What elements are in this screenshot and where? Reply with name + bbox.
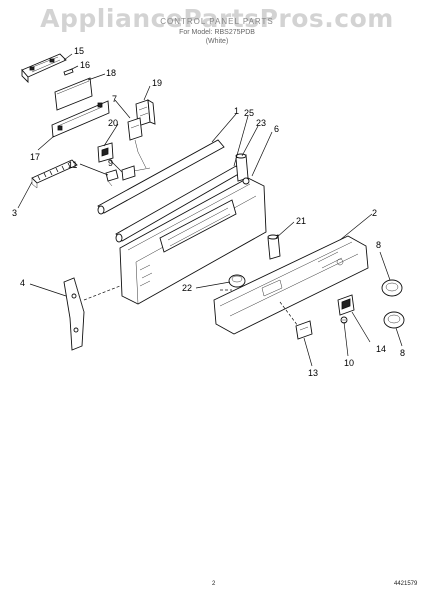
callout-23: 23	[256, 118, 267, 128]
callout-2: 2	[372, 208, 378, 218]
part-7-relay[interactable]	[127, 117, 143, 153]
callout-17: 17	[30, 152, 41, 162]
callout-18: 18	[106, 68, 117, 78]
leader-lines	[17, 53, 403, 367]
part-17-bracket[interactable]	[51, 100, 110, 138]
callout-20: 20	[108, 118, 119, 128]
page-number: 2	[212, 581, 216, 587]
part-14-switch[interactable]	[337, 294, 355, 316]
callout-4: 4	[20, 278, 26, 288]
diagram-subtitle: For Model: RBS275PDB	[179, 29, 255, 36]
callout-11: 11	[68, 160, 78, 170]
callout-10: 10	[344, 358, 355, 368]
part-22-bezel[interactable]	[228, 274, 246, 288]
part-6-control-panel[interactable]	[119, 177, 267, 305]
part-13-knob[interactable]	[295, 320, 313, 340]
callout-14: 14	[376, 344, 387, 354]
callout-9: 9	[108, 158, 114, 168]
part-18-plate[interactable]	[54, 77, 93, 111]
part-8-knob-upper[interactable]	[381, 279, 403, 297]
part-9-connector[interactable]	[121, 151, 151, 181]
part-8-knob-lower[interactable]	[383, 311, 405, 329]
part-21-spacer[interactable]	[267, 234, 281, 260]
callout-3: 3	[12, 208, 18, 218]
part-3-terminal-strip[interactable]	[31, 159, 78, 189]
callout-16: 16	[80, 60, 91, 70]
callout-8-lower: 8	[400, 348, 406, 358]
callout-19: 19	[152, 78, 163, 88]
watermark: AppliancePartsPros.com	[40, 4, 394, 33]
part-11-cap[interactable]	[105, 169, 119, 187]
callout-13: 13	[308, 368, 319, 378]
part-23-cylinder[interactable]	[235, 153, 249, 182]
callout-1: 1	[234, 106, 240, 116]
part-number: 4421579	[394, 581, 418, 587]
diagram-title: CONTROL PANEL PARTS	[160, 17, 274, 26]
part-2-front-panel[interactable]	[213, 235, 369, 335]
part-16-clip[interactable]	[63, 68, 74, 76]
part-1-rod[interactable]	[97, 139, 225, 215]
callout-22: 22	[182, 283, 193, 293]
diagram-variant: (White)	[205, 38, 229, 45]
callout-6: 6	[274, 124, 280, 134]
callout-8-upper: 8	[376, 240, 382, 250]
callout-15: 15	[74, 46, 85, 56]
callout-21: 21	[296, 216, 307, 226]
part-20-switch[interactable]	[97, 142, 114, 163]
part-4-bracket[interactable]	[63, 277, 85, 351]
part-15-bracket[interactable]	[21, 53, 67, 84]
callout-25: 25	[244, 108, 255, 118]
callout-7: 7	[112, 94, 118, 104]
